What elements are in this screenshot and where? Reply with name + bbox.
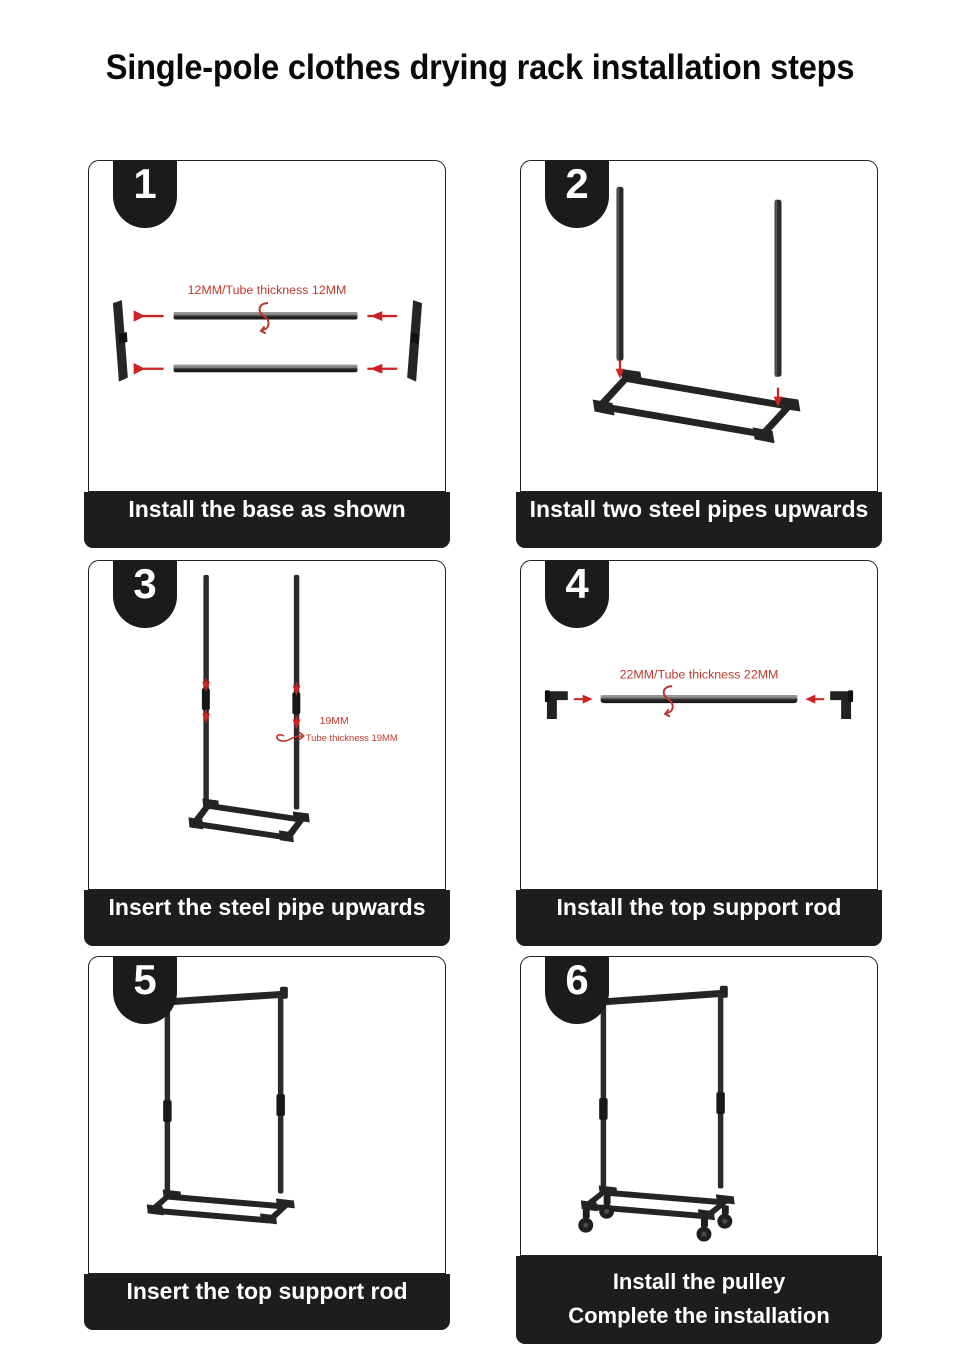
step-6-caption-line-1: Install the pulley: [612, 1269, 786, 1294]
rotation-indicator-icon: [258, 302, 270, 334]
rotation-indicator-icon-3: [276, 731, 306, 742]
step-number-badge-4: 4: [545, 560, 609, 628]
connector-arrow-left: [573, 694, 593, 704]
step-3-annotation-line-2: Tube thickness 19MM: [306, 733, 398, 744]
arrow-right-upper-head: [370, 311, 383, 322]
step-4-caption: Install the top support rod: [516, 890, 882, 946]
step-4-annotation: 22MM/Tube thickness 22MM: [620, 667, 779, 681]
step-1-artwork: 12MM/Tube thickness 12MM: [89, 161, 445, 491]
step-5-caption: Insert the top support rod: [84, 1274, 450, 1330]
rack-top-rod-5: [158, 986, 288, 1007]
rack-upright-left-5: [163, 1000, 172, 1200]
step-4-artwork: 22MM/Tube thickness 22MM: [521, 561, 877, 889]
step-3-artwork: 19MM Tube thickness 19MM: [89, 561, 445, 889]
step-1-caption: Install the base as shown: [84, 492, 450, 548]
step-card-5: 5: [84, 956, 450, 1330]
vertical-pipe-right: [774, 199, 782, 377]
step-6-caption: Install the pulley Complete the installa…: [516, 1256, 882, 1344]
insert-arrow-left: [615, 359, 625, 379]
insert-arrow-right: [773, 387, 783, 407]
base-tube-upper: [173, 312, 358, 320]
pole-marker-arrows: [202, 678, 301, 730]
step-number-badge-1: 1: [113, 160, 177, 228]
rack-base-frame-5: [146, 1189, 295, 1225]
step-card-4: 4: [516, 560, 882, 946]
connector-bracket-left: [544, 690, 568, 720]
step-4-illustration-card: 4: [520, 560, 878, 890]
step-3-caption-line-1: Insert the steel pipe upwards: [108, 894, 426, 920]
connector-arrow-right: [805, 694, 825, 704]
base-frame: [592, 368, 801, 444]
step-4-caption-line-1: Install the top support rod: [556, 894, 842, 920]
step-3-illustration-card: 3: [88, 560, 446, 890]
vertical-pipe-left: [616, 186, 624, 361]
connector-bracket-right: [830, 690, 854, 720]
step-number-badge-3: 3: [113, 560, 177, 628]
steps-grid: 1: [84, 160, 888, 1350]
step-2-caption: Install two steel pipes upwards: [516, 492, 882, 548]
base-tube-lower: [173, 364, 358, 373]
step-number-badge-2: 2: [545, 160, 609, 228]
step-3-caption: Insert the steel pipe upwards: [84, 890, 450, 946]
page-title: Single-pole clothes drying rack installa…: [105, 48, 855, 87]
step-5-caption-line-1: Insert the top support rod: [126, 1278, 408, 1304]
step-card-6: 6: [516, 956, 882, 1344]
rack-base-frame-6: [580, 1185, 735, 1221]
step-card-2: 2: [516, 160, 882, 548]
step-5-illustration-card: 5: [88, 956, 446, 1274]
step-card-3: 3: [84, 560, 450, 946]
step-6-artwork: [521, 957, 877, 1255]
step-card-1: 1: [84, 160, 450, 548]
step-number-badge-6: 6: [545, 956, 609, 1024]
rotation-indicator-icon-4: [662, 685, 674, 718]
step-3-annotation-line-1: 19MM: [320, 716, 349, 727]
arrow-right-lower-head: [370, 363, 383, 374]
rack-upright-right-6: [716, 993, 725, 1189]
base-frame-3: [188, 798, 310, 843]
step-1-illustration-card: 1: [88, 160, 446, 492]
base-foot-left: [112, 300, 128, 382]
step-6-illustration-card: 6: [520, 956, 878, 1256]
caster-wheels: [578, 1195, 733, 1242]
rack-top-rod-6: [594, 985, 728, 1007]
step-2-artwork: [521, 161, 877, 491]
step-1-caption-line-1: Install the base as shown: [128, 496, 406, 522]
base-foot-right: [407, 300, 423, 382]
step-number-badge-5: 5: [113, 956, 177, 1024]
rack-upright-right-5: [276, 994, 285, 1194]
step-5-artwork: [89, 957, 445, 1273]
step-1-annotation: 12MM/Tube thickness 12MM: [188, 283, 347, 297]
rack-upright-left-6: [599, 1000, 608, 1196]
top-support-rod: [600, 695, 798, 704]
step-2-illustration-card: 2: [520, 160, 878, 492]
step-6-caption-line-2: Complete the installation: [568, 1303, 830, 1328]
step-2-caption-line-1: Install two steel pipes upwards: [529, 496, 869, 522]
